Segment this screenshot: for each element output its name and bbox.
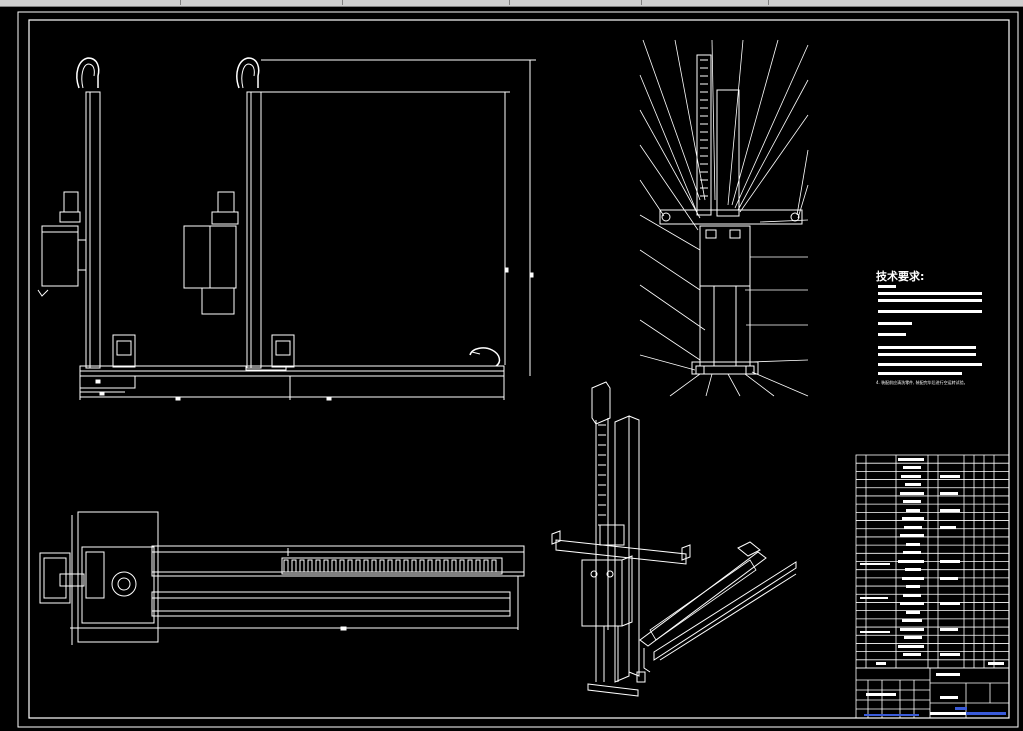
title-block — [855, 667, 1010, 719]
cad-drawing-sheet — [17, 11, 1019, 728]
toolbar-segment[interactable] — [182, 0, 343, 5]
toolbar-segment[interactable] — [511, 0, 642, 5]
inner-border — [28, 19, 1010, 719]
tech-requirements-lines — [878, 285, 982, 375]
leader-lines — [639, 39, 809, 397]
toolbar-segment[interactable] — [643, 0, 769, 5]
parts-rows — [856, 462, 1009, 661]
chain-links — [283, 559, 497, 573]
side-view — [639, 39, 809, 397]
parts-fill — [860, 458, 1004, 665]
base-rail — [79, 365, 505, 401]
tech-requirements-title: 技术要求: — [876, 270, 925, 283]
tech-requirements-note: 4. 装配前应清洗零件, 装配完毕后进行空运转试验。 — [876, 380, 968, 385]
isometric-view — [551, 381, 797, 697]
toolbar-segment[interactable] — [344, 0, 510, 5]
outer-border — [17, 11, 1019, 728]
parts-list-table — [855, 454, 1010, 669]
top-view — [39, 511, 525, 645]
viewer-toolbar — [0, 0, 1023, 7]
front-view-right — [183, 57, 536, 376]
toolbar-segment[interactable] — [0, 0, 181, 5]
front-view-left — [37, 57, 136, 369]
